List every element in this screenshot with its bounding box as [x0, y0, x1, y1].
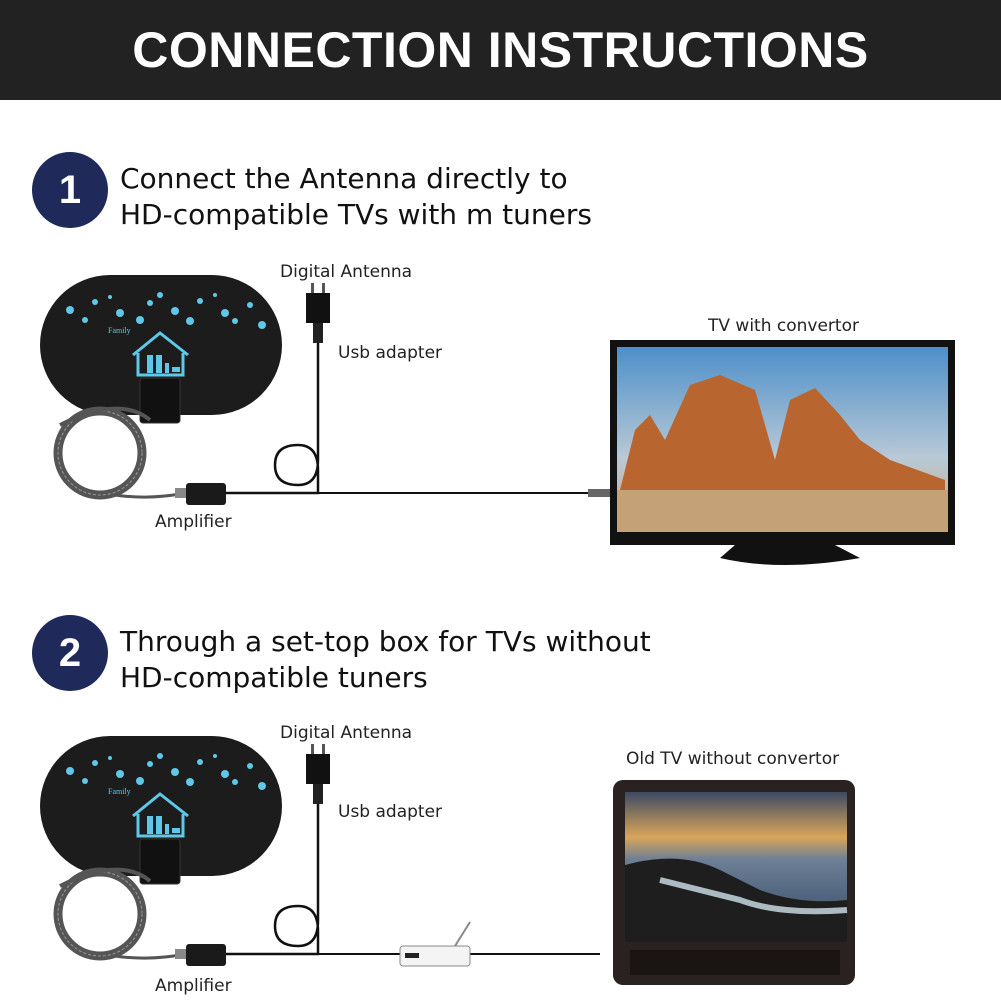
amplifier-label-2: Amplifier — [155, 976, 232, 996]
set-top-box — [399, 921, 471, 967]
digital-antenna-label-1: Digital Antenna — [280, 262, 413, 282]
antenna-2 — [38, 734, 284, 886]
step-2-line2: HD-compatible tuners — [120, 661, 428, 694]
tv-label-1: TV with convertor — [708, 316, 859, 336]
tv-2 — [613, 780, 855, 985]
banner-title: CONNECTION INSTRUCTIONS — [0, 0, 1001, 100]
step-1-line2: HD-compatible TVs with m tuners — [120, 198, 592, 231]
digital-antenna-label-2: Digital Antenna — [280, 723, 413, 743]
usb-adapter-label-1: Usb adapter — [338, 343, 443, 363]
amplifier-label-1: Amplifier — [155, 512, 232, 532]
step-1-text: Connect the Antenna directly to HD-compa… — [120, 161, 592, 233]
antenna-1 — [38, 273, 284, 425]
step-2-line1: Through a set-top box for TVs without — [120, 625, 651, 658]
step-2-badge: 2 — [32, 615, 108, 691]
step-2-text: Through a set-top box for TVs without HD… — [120, 624, 651, 696]
usb-adapter-label-2: Usb adapter — [338, 802, 443, 822]
tv-1 — [610, 340, 955, 565]
step-1-line1: Connect the Antenna directly to — [120, 162, 568, 195]
tv-label-2: Old TV without convertor — [626, 749, 840, 769]
step-1-badge: 1 — [32, 152, 108, 228]
